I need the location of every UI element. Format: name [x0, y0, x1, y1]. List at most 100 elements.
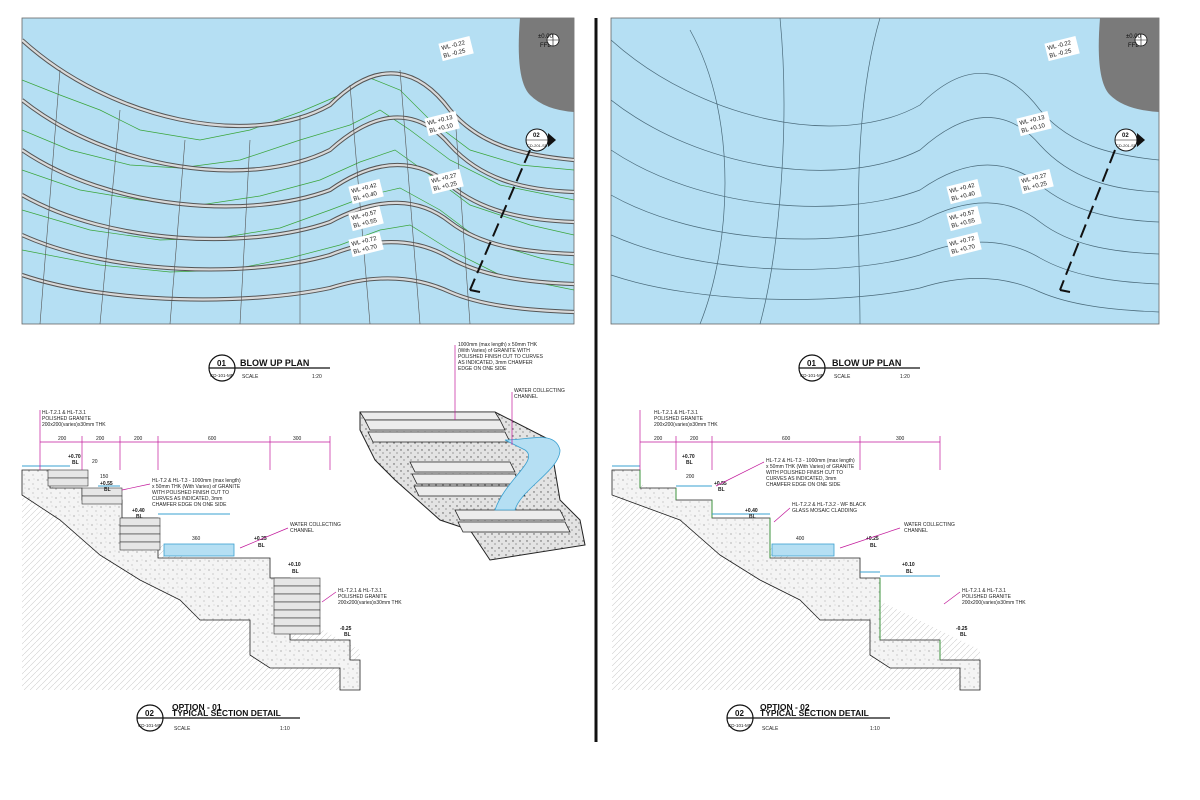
svg-text:-0.25: -0.25 [956, 626, 968, 632]
svg-text:1:10: 1:10 [280, 726, 290, 732]
mosaic-cladding [639, 470, 941, 660]
note-granite-mid: HL-T.2 & HL-T.3 - 1000mm (max length)x 5… [766, 458, 855, 488]
svg-text:BL: BL [344, 632, 351, 638]
plan-water-area [610, 17, 1160, 325]
svg-text:TYPICAL SECTION DETAIL: TYPICAL SECTION DETAIL [172, 708, 281, 718]
svg-text:BL: BL [870, 543, 877, 549]
ffl-value: ±0.00 [538, 34, 554, 40]
svg-text:+0.10: +0.10 [902, 562, 915, 568]
svg-text:CD-201-SE: CD-201-SE [1116, 143, 1137, 148]
svg-text:BL: BL [718, 487, 725, 493]
svg-text:BL +0.25: BL +0.25 [1023, 181, 1048, 193]
dim-label: 300 [293, 436, 302, 442]
section-marker: 02 CD-201-SE [525, 128, 556, 152]
plan-title-right: 01 CD-101-MF BLOW UP PLAN SCALE 1:20 [798, 354, 920, 382]
svg-text:BL +0.40: BL +0.40 [353, 191, 378, 203]
dim-label: 600 [782, 436, 791, 442]
svg-text:+0.40: +0.40 [745, 508, 758, 514]
svg-text:+0.40: +0.40 [132, 508, 145, 514]
ffl-marker: ±0.00 FFL [1126, 33, 1148, 49]
svg-text:WL -0.22: WL -0.22 [1047, 40, 1072, 52]
svg-text:BL: BL [906, 569, 913, 575]
iso-steps [359, 411, 571, 533]
dim-label: 200 [654, 436, 663, 442]
water-channel [771, 543, 835, 557]
svg-text:SCALE: SCALE [242, 374, 259, 380]
svg-text:01: 01 [217, 359, 226, 368]
dim-label: 600 [208, 436, 217, 442]
svg-text:BL -0.25: BL -0.25 [1049, 48, 1073, 59]
plan-title-left: 01 CD-101-MF BLOW UP PLAN SCALE 1:20 [208, 354, 330, 382]
svg-text:1:20: 1:20 [900, 374, 910, 380]
section-cut-line [1059, 149, 1116, 291]
radial-joints [39, 69, 471, 324]
plan-water-area [21, 17, 575, 325]
svg-text:CD-101-MF: CD-101-MF [800, 373, 824, 378]
svg-text:CD-101-MF: CD-101-MF [728, 723, 752, 728]
svg-text:WL -0.22: WL -0.22 [441, 40, 466, 52]
svg-text:BL +0.25: BL +0.25 [433, 181, 458, 193]
svg-text:+0.25: +0.25 [866, 536, 879, 542]
svg-text:SCALE: SCALE [834, 374, 851, 380]
section-cut-line [469, 149, 531, 291]
svg-text:+0.10: +0.10 [288, 562, 301, 568]
svg-text:1:20: 1:20 [312, 374, 322, 380]
dim-label: 200 [134, 436, 143, 442]
ffl-marker: ±0.00 FFL [538, 33, 560, 49]
svg-text:BL +0.10: BL +0.10 [429, 123, 454, 135]
dim-label: 200 [96, 436, 105, 442]
svg-text:BL: BL [292, 569, 299, 575]
svg-text:BL: BL [136, 514, 143, 520]
svg-text:+0.70: +0.70 [68, 454, 81, 460]
svg-text:BL: BL [72, 460, 79, 466]
svg-text:BL +0.40: BL +0.40 [951, 191, 976, 203]
svg-text:BLOW UP PLAN: BLOW UP PLAN [832, 358, 901, 368]
svg-text:BL +0.70: BL +0.70 [353, 244, 378, 256]
svg-text:BL: BL [686, 460, 693, 466]
granite-treads [47, 469, 321, 635]
svg-text:02: 02 [1122, 133, 1129, 139]
svg-text:+0.25: +0.25 [254, 536, 267, 542]
dimension-chain [39, 410, 331, 470]
svg-text:BL: BL [960, 632, 967, 638]
iso-note-granite: 1000mm (max length) x 50mm THK(With Vari… [458, 342, 544, 372]
svg-text:02: 02 [533, 133, 540, 139]
section-title-option-1: OPTION - 01 02 CD-101-MF TYPICAL SECTION… [136, 702, 300, 732]
dim-label: 200 [58, 436, 67, 442]
dim-label: 200 [690, 436, 699, 442]
svg-text:1:10: 1:10 [870, 726, 880, 732]
plan-title: BLOW UP PLAN [240, 358, 309, 368]
dim-label: 400 [796, 536, 805, 542]
svg-text:BL +0.55: BL +0.55 [951, 218, 976, 230]
svg-text:OPTION - 02: OPTION - 02 [760, 702, 810, 712]
svg-text:CD-101-MF: CD-101-MF [210, 373, 234, 378]
dim-label: 300 [896, 436, 905, 442]
dim-label: 200 [686, 474, 695, 480]
iso-water-channel [494, 437, 561, 511]
svg-text:TYPICAL SECTION DETAIL: TYPICAL SECTION DETAIL [760, 708, 869, 718]
svg-text:BL +0.10: BL +0.10 [1021, 123, 1046, 135]
section-marker: 02 CD-201-SE [1114, 128, 1145, 152]
svg-text:CD-201-SE: CD-201-SE [527, 143, 548, 148]
svg-text:FFL: FFL [1128, 43, 1139, 49]
svg-text:SCALE: SCALE [762, 726, 779, 732]
svg-text:BL +0.70: BL +0.70 [951, 244, 976, 256]
note-granite-mid: HL-T.2 & HL-T.3 - 1000mm (max length)x 5… [152, 478, 241, 508]
svg-text:-0.25: -0.25 [340, 626, 352, 632]
ffl-deck-area [518, 18, 574, 112]
svg-text:+0.55: +0.55 [100, 481, 113, 487]
